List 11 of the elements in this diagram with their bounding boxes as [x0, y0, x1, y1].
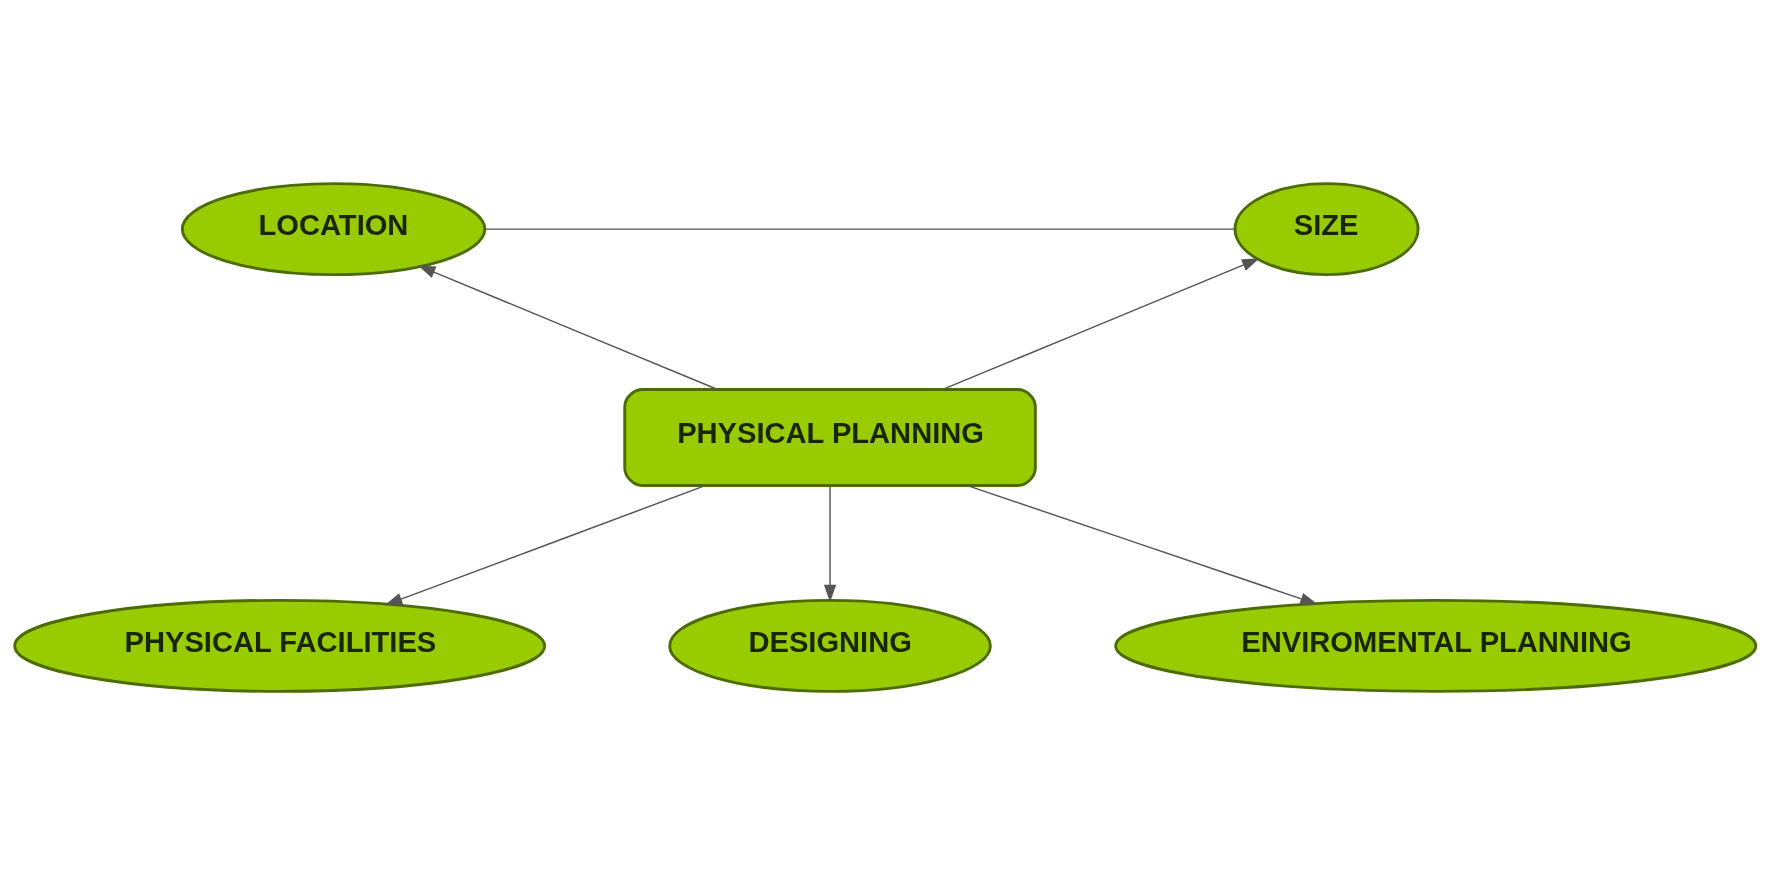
node-ellipse: DESIGNING — [668, 598, 992, 693]
arrow — [384, 484, 706, 605]
arrow — [966, 484, 1318, 605]
node-ellipse: SIZE — [1233, 181, 1420, 276]
node-ellipse: PHYSICAL FACILITIES — [13, 598, 547, 693]
arrow — [417, 265, 718, 390]
connector — [484, 227, 1236, 230]
arrow — [942, 257, 1260, 390]
arrow — [823, 484, 837, 602]
node-box: PHYSICAL PLANNING — [623, 387, 1037, 487]
node-ellipse: ENVIROMENTAL PLANNING — [1114, 598, 1758, 693]
